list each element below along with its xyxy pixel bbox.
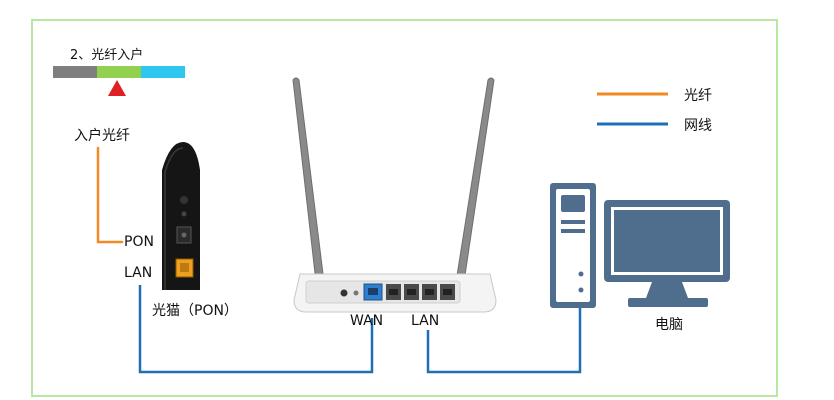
router-lan-label: LAN [411,313,440,329]
modem-lan-label: LAN [124,265,153,281]
router-wan-label: WAN [350,313,384,329]
legend-fiber-label: 光纤 [684,88,712,104]
cable-modem-to-router [138,285,374,374]
modem-name-label: 光猫（PON） [152,303,238,319]
diagram-frame [31,19,778,397]
progress-segment-1 [53,66,97,78]
optical-modem-icon [162,142,200,290]
legend-network-label: 网线 [684,118,712,134]
fiber-line [96,146,124,244]
router-icon [292,77,497,313]
progress-segment-2 [97,66,141,78]
step-progress-bar [53,66,185,78]
progress-segment-3 [141,66,185,78]
step-marker-icon [108,80,126,96]
computer-icon [550,183,730,308]
modem-pon-label: PON [124,234,154,250]
computer-label: 电脑 [655,317,683,333]
fiber-in-label: 入户光纤 [74,128,130,144]
step-title: 2、光纤入户 [70,48,144,63]
cable-router-to-computer [426,307,582,374]
